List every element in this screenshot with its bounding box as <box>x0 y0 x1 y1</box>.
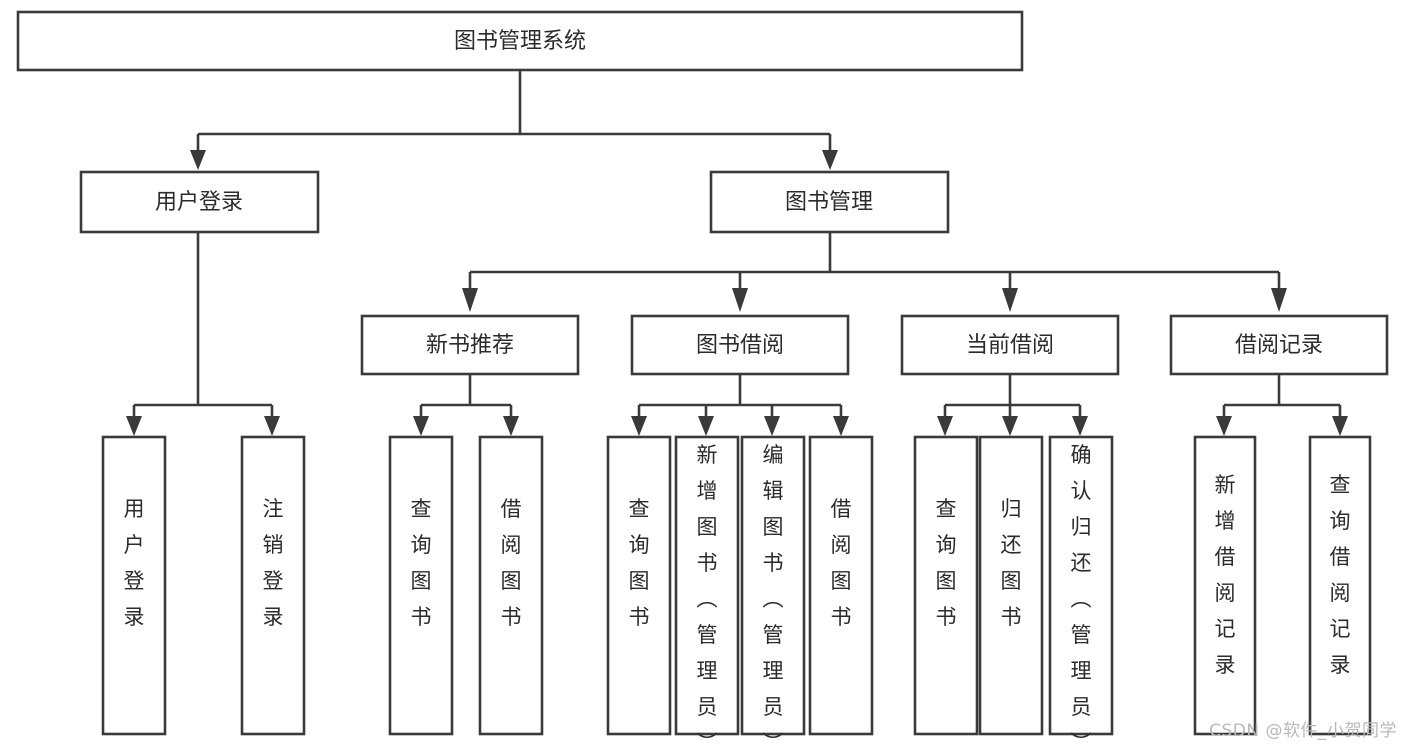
node-user-login-box[interactable] <box>79 170 320 234</box>
leaf-borrow-book-b-box[interactable] <box>808 435 874 736</box>
leaf-query-record-label: 查询借阅记录 <box>1330 473 1351 677</box>
arrow-head-icon <box>1216 416 1232 436</box>
node-current-borrow-label: 当前借阅 <box>966 333 1054 358</box>
leaf-add-book[interactable]: 新增图书︵管理员︶ <box>674 435 740 747</box>
node-book-manage[interactable]: 图书管理 <box>709 170 950 234</box>
arrow-head-icon <box>126 416 142 436</box>
leaf-query-book-c[interactable]: 查询图书 <box>913 435 979 736</box>
leaf-add-record-label: 新增借阅记录 <box>1215 473 1236 677</box>
leaf-user-login-label: 用户登录 <box>124 497 145 629</box>
leaf-query-book-a[interactable]: 查询图书 <box>388 435 454 736</box>
leaf-query-record[interactable]: 查询借阅记录 <box>1308 435 1372 736</box>
node-current-borrow-box[interactable] <box>900 314 1120 376</box>
leaf-confirm-return-label: 确认归还︵管理员︶ <box>1071 443 1092 747</box>
node-borrow-record[interactable]: 借阅记录 <box>1169 314 1389 376</box>
leaf-add-record-box[interactable] <box>1193 435 1257 736</box>
node-new-book-rec-label: 新书推荐 <box>426 333 514 358</box>
node-user-login[interactable]: 用户登录 <box>79 170 320 234</box>
leaf-confirm-return[interactable]: 确认归还︵管理员︶ <box>1048 435 1114 747</box>
node-current-borrow[interactable]: 当前借阅 <box>900 314 1120 376</box>
node-book-manage-box[interactable] <box>709 170 950 234</box>
node-root-label: 图书管理系统 <box>454 29 586 54</box>
leaf-edit-book[interactable]: 编辑图书︵管理员︶ <box>740 435 806 747</box>
leaf-query-book-b[interactable]: 查询图书 <box>606 435 672 736</box>
arrow-head-icon <box>631 416 647 436</box>
node-new-book-rec-box[interactable] <box>360 314 580 376</box>
arrow-head-icon <box>1072 416 1088 436</box>
node-root[interactable]: 图书管理系统 <box>16 10 1024 72</box>
leaf-add-book-box[interactable] <box>674 435 740 736</box>
leaf-edit-book-label: 编辑图书︵管理员︶ <box>763 443 784 747</box>
leaf-add-book-label: 新增图书︵管理员︶ <box>697 443 718 747</box>
leaf-return-book-box[interactable] <box>978 435 1044 736</box>
arrow-head-icon <box>1002 416 1018 436</box>
leaf-borrow-book-b[interactable]: 借阅图书 <box>808 435 874 736</box>
leaf-logout-label: 注销登录 <box>263 497 284 629</box>
leaf-borrow-book-a-label: 借阅图书 <box>501 497 522 629</box>
arrow-head-icon <box>732 288 748 312</box>
arrow-head-icon <box>937 416 953 436</box>
arrow-head-icon <box>822 150 838 170</box>
arrow-head-icon <box>1002 288 1018 312</box>
arrow-head-icon <box>1332 416 1348 436</box>
arrow-head-icon <box>190 150 206 170</box>
arrow-head-icon <box>698 416 714 436</box>
node-book-manage-label: 图书管理 <box>785 190 873 215</box>
arrow-head-icon <box>462 288 478 312</box>
node-book-borrow-label: 图书借阅 <box>696 333 784 358</box>
leaf-user-login[interactable]: 用户登录 <box>101 435 167 736</box>
leaf-borrow-book-b-label: 借阅图书 <box>831 497 852 629</box>
node-borrow-record-label: 借阅记录 <box>1235 333 1323 358</box>
leaf-query-book-a-box[interactable] <box>388 435 454 736</box>
arrow-head-icon <box>503 416 519 436</box>
leaf-query-book-b-box[interactable] <box>606 435 672 736</box>
arrow-head-icon <box>764 416 780 436</box>
leaf-edit-book-box[interactable] <box>740 435 806 736</box>
node-user-login-label: 用户登录 <box>155 190 243 215</box>
leaf-borrow-book-a-box[interactable] <box>478 435 544 736</box>
node-new-book-rec[interactable]: 新书推荐 <box>360 314 580 376</box>
arrow-head-icon <box>413 416 429 436</box>
leaf-borrow-book-a[interactable]: 借阅图书 <box>478 435 544 736</box>
leaf-user-login-box[interactable] <box>101 435 167 736</box>
leaf-logout[interactable]: 注销登录 <box>240 435 306 736</box>
leaf-add-record[interactable]: 新增借阅记录 <box>1193 435 1257 736</box>
connector-layer <box>126 70 1348 436</box>
leaf-logout-box[interactable] <box>240 435 306 736</box>
leaf-query-book-b-label: 查询图书 <box>629 497 650 629</box>
leaf-query-book-c-label: 查询图书 <box>936 497 957 629</box>
node-borrow-record-box[interactable] <box>1169 314 1389 376</box>
node-root-box[interactable] <box>16 10 1024 72</box>
leaf-return-book-label: 归还图书 <box>1001 497 1022 629</box>
arrow-head-icon <box>264 416 280 436</box>
leaf-query-book-a-label: 查询图书 <box>411 497 432 629</box>
leaf-confirm-return-box[interactable] <box>1048 435 1114 736</box>
node-book-borrow[interactable]: 图书借阅 <box>630 314 850 376</box>
leaf-query-record-box[interactable] <box>1308 435 1372 736</box>
leaf-query-book-c-box[interactable] <box>913 435 979 736</box>
arrow-head-icon <box>833 416 849 436</box>
arrow-head-icon <box>1271 288 1287 312</box>
leaf-return-book[interactable]: 归还图书 <box>978 435 1044 736</box>
node-book-borrow-box[interactable] <box>630 314 850 376</box>
